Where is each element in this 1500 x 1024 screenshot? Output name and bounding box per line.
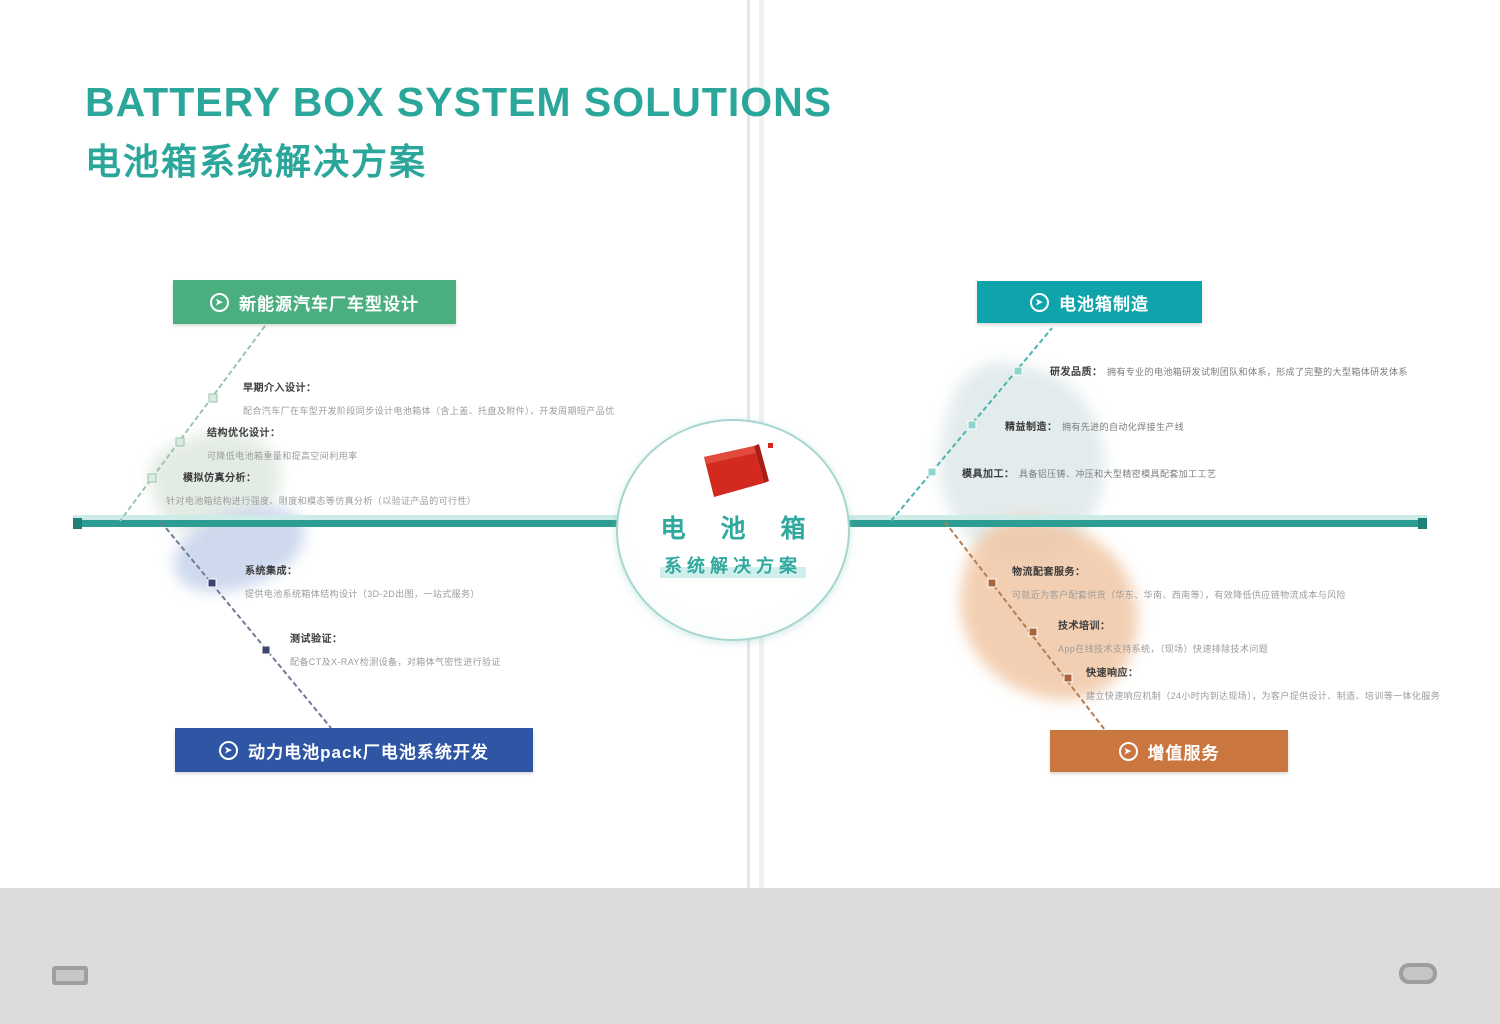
arrow-circle-icon: ➤ bbox=[1030, 292, 1049, 312]
page-marker-inner bbox=[1403, 967, 1433, 980]
branch-header-vehicle-design: ➤ 新能源汽车厂车型设计 bbox=[173, 280, 456, 324]
branch-header-label: 新能源汽车厂车型设计 bbox=[239, 294, 419, 314]
annotation-item: 早期介入设计： 配合汽车厂在车型开发阶段同步设计电池箱体（含上盖、托盘及附件），… bbox=[243, 379, 615, 417]
branch-line-bottom-left bbox=[160, 521, 332, 729]
annotation-item: 精益制造： 拥有先进的自动化焊接生产线 bbox=[1005, 417, 1184, 435]
node bbox=[207, 578, 217, 588]
node bbox=[1028, 627, 1038, 637]
annotation-desc: 建立快速响应机制（24小时内到达现场），为客户提供设计、制造、培训等一体化服务 bbox=[1086, 691, 1441, 701]
arrow-circle-icon: ➤ bbox=[219, 740, 239, 760]
page-marker-right bbox=[1399, 963, 1437, 984]
annotation-item: 测试验证： 配备CT及X-RAY检测设备，对箱体气密性进行验证 bbox=[290, 630, 501, 668]
page-title-zh: 电池箱系统解决方案 bbox=[85, 141, 428, 183]
annotation-desc: 配合汽车厂在车型开发阶段同步设计电池箱体（含上盖、托盘及附件），开发周期短产品优 bbox=[243, 406, 615, 416]
branch-header-label: 增值服务 bbox=[1147, 743, 1220, 763]
annotation-title: 早期介入设计： bbox=[243, 383, 317, 394]
annotation-desc: 拥有专业的电池箱研发试制团队和体系，形成了完整的大型箱体研发体系 bbox=[1106, 367, 1408, 377]
annotation-desc: 拥有先进的自动化焊接生产线 bbox=[1061, 422, 1185, 432]
arrow-circle-icon: ➤ bbox=[210, 292, 229, 312]
branch-header-pack-development: ➤ 动力电池pack厂电池系统开发 bbox=[175, 728, 533, 772]
annotation-title: 测试验证： bbox=[290, 634, 343, 645]
annotation-title: 技术培训： bbox=[1058, 621, 1111, 632]
annotation-item: 研发品质： 拥有专业的电池箱研发试制团队和体系，形成了完整的大型箱体研发体系 bbox=[1050, 362, 1408, 380]
annotation-title: 快速响应： bbox=[1086, 668, 1139, 679]
annotation-title: 物流配套服务： bbox=[1012, 567, 1086, 578]
page-title: BATTERY BOX SYSTEM SOLUTIONS 电池箱系统解决方案 bbox=[85, 79, 833, 185]
annotation-item: 技术培训： App在线技术支持系统，（现场）快速排除技术问题 bbox=[1058, 617, 1268, 655]
annotation-item: 模拟仿真分析： 针对电池箱结构进行强度、刚度和模态等仿真分析（以验证产品的可行性… bbox=[166, 469, 476, 507]
branch-header-label: 电池箱制造 bbox=[1059, 294, 1149, 314]
node bbox=[175, 437, 185, 447]
annotation-title: 研发品质： bbox=[1050, 367, 1103, 378]
spine-cap-left bbox=[73, 518, 82, 529]
node bbox=[1063, 673, 1073, 683]
spine-cap-right bbox=[1418, 518, 1427, 529]
annotation-desc: 具备铝压铸、冲压和大型精密模具配套加工工艺 bbox=[1018, 469, 1217, 479]
annotation-desc: 可就近为客户配套供货（华东、华南、西南等），有效降低供应链物流成本与风险 bbox=[1012, 590, 1346, 600]
annotation-desc: App在线技术支持系统，（现场）快速排除技术问题 bbox=[1058, 644, 1269, 654]
node bbox=[208, 393, 218, 403]
center-circle-subtitle: 系统解决方案 bbox=[660, 552, 806, 578]
annotation-item: 结构优化设计： 可降低电池箱重量和提高空间利用率 bbox=[207, 424, 357, 462]
branch-line-top-left bbox=[119, 325, 266, 522]
annotation-item: 物流配套服务： 可就近为客户配套供货（华东、华南、西南等），有效降低供应链物流成… bbox=[1012, 563, 1346, 601]
annotation-title: 模具加工： bbox=[962, 469, 1015, 480]
page-marker-inner bbox=[56, 970, 84, 981]
branch-line-bottom-right bbox=[944, 521, 1106, 731]
node bbox=[1013, 366, 1023, 376]
annotation-item: 模具加工： 具备铝压铸、冲压和大型精密模具配套加工工艺 bbox=[962, 464, 1216, 482]
branch-header-label: 动力电池pack厂电池系统开发 bbox=[248, 742, 489, 762]
page-title-en: BATTERY BOX SYSTEM SOLUTIONS bbox=[85, 79, 833, 125]
annotation-title: 结构优化设计： bbox=[207, 428, 281, 439]
node bbox=[987, 578, 997, 588]
annotation-desc: 提供电池系统箱体结构设计（3D-2D出图，一站式服务） bbox=[245, 589, 480, 599]
arrow-circle-icon: ➤ bbox=[1118, 741, 1138, 761]
annotation-desc: 针对电池箱结构进行强度、刚度和模态等仿真分析（以验证产品的可行性） bbox=[166, 496, 477, 506]
branch-header-box-manufacturing: ➤ 电池箱制造 bbox=[977, 281, 1202, 323]
annotation-item: 快速响应： 建立快速响应机制（24小时内到达现场），为客户提供设计、制造、培训等… bbox=[1086, 664, 1440, 702]
center-circle-title: 电 池 箱 bbox=[660, 515, 820, 543]
branch-line-top-right bbox=[890, 327, 1053, 522]
annotation-title: 精益制造： bbox=[1005, 422, 1058, 433]
node bbox=[927, 467, 937, 477]
annotation-title: 系统集成： bbox=[245, 566, 298, 577]
annotation-title: 模拟仿真分析： bbox=[183, 473, 257, 484]
footer-band bbox=[0, 888, 1500, 1024]
branch-header-value-added: ➤ 增值服务 bbox=[1050, 730, 1288, 772]
page-marker-left bbox=[52, 966, 88, 985]
node bbox=[967, 420, 977, 430]
annotation-desc: 可降低电池箱重量和提高空间利用率 bbox=[207, 451, 358, 461]
annotation-desc: 配备CT及X-RAY检测设备，对箱体气密性进行验证 bbox=[290, 657, 501, 667]
red-box-logo bbox=[704, 443, 773, 497]
annotation-item: 系统集成： 提供电池系统箱体结构设计（3D-2D出图，一站式服务） bbox=[245, 562, 480, 600]
node bbox=[261, 645, 271, 655]
center-circle: 电 池 箱 系统解决方案 bbox=[616, 419, 850, 641]
node bbox=[147, 473, 157, 483]
